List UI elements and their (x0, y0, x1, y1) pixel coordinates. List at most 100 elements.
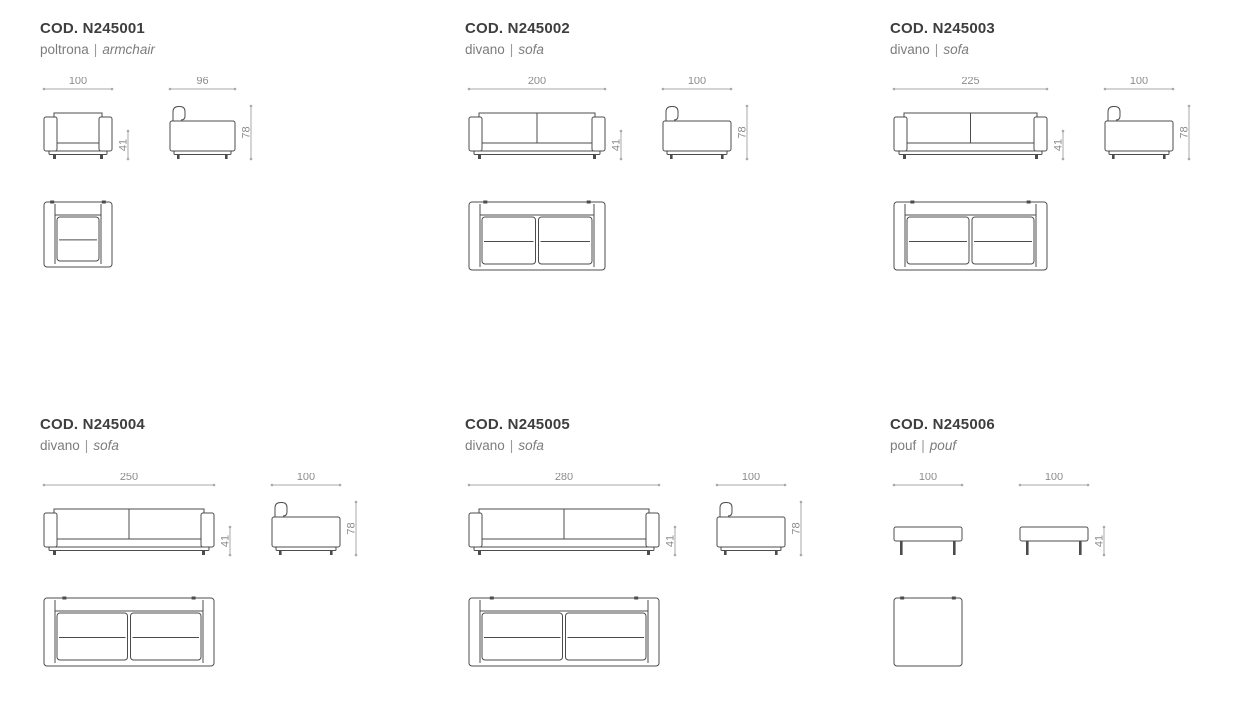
product-header: COD. N245003 divano|sofa (890, 20, 1252, 57)
product-header: COD. N245001 poltrona|armchair (40, 20, 465, 57)
height-dimension: 41 (220, 525, 232, 557)
dimension-label: 100 (1045, 473, 1063, 483)
product-type: poltrona|armchair (40, 42, 465, 57)
side-view (1104, 105, 1174, 159)
width-dimension: 100 (1103, 77, 1175, 91)
width-dimension: 100 (1018, 473, 1090, 487)
product-header: COD. N245005 divano|sofa (465, 416, 890, 453)
type-italian: divano (465, 437, 505, 453)
type-italian: pouf (890, 437, 917, 453)
drawing-area: 250 100 41 78 (40, 473, 465, 674)
product-code: COD. N245006 (890, 416, 995, 433)
width-dimension: 280 (467, 473, 661, 487)
side-view (716, 501, 786, 555)
height-dimension: 41 (1053, 129, 1065, 161)
product-card: COD. N245003 divano|sofa 225 100 41 78 (890, 20, 1252, 416)
dimension-label: 41 (1053, 139, 1065, 151)
product-header: COD. N245004 divano|sofa (40, 416, 465, 453)
dimension-label: 78 (346, 522, 358, 534)
top-view (468, 596, 660, 667)
dimension-label: 78 (241, 126, 253, 138)
height-dimension: 41 (611, 129, 623, 161)
width-dimension: 100 (715, 473, 787, 487)
height-dimension: 78 (346, 500, 358, 557)
dimension-label: 100 (742, 473, 760, 483)
type-separator: | (509, 41, 514, 57)
front-view (468, 508, 660, 555)
dimension-label: 100 (69, 77, 87, 87)
height-dimension: 41 (1094, 525, 1106, 557)
dimension-label: 100 (297, 473, 315, 483)
dimension-label: 225 (961, 77, 979, 87)
product-code: COD. N245001 (40, 20, 145, 37)
type-english: sofa (943, 41, 969, 57)
dimension-label: 78 (791, 522, 803, 534)
top-view (43, 200, 113, 268)
front-view (893, 526, 963, 555)
technical-drawing: 200 100 41 78 (467, 77, 749, 271)
side-view (1019, 526, 1089, 555)
front-view (43, 508, 215, 555)
dimension-label: 41 (611, 139, 623, 151)
dimension-label: 250 (120, 473, 138, 483)
top-view (468, 200, 606, 271)
dimension-label: 78 (1179, 126, 1191, 138)
dimension-label: 41 (1094, 535, 1106, 547)
drawing-area: 280 100 41 78 (465, 473, 890, 674)
product-card: COD. N245006 pouf|pouf 100 100 41 (890, 416, 1252, 674)
technical-drawing: 100 100 41 (892, 473, 1106, 667)
product-type: divano|sofa (40, 438, 465, 453)
dimension-label: 41 (665, 535, 677, 547)
height-dimension: 78 (241, 104, 253, 161)
side-view (271, 501, 341, 555)
height-dimension: 41 (118, 129, 130, 161)
product-card: COD. N245002 divano|sofa 200 100 41 78 (465, 20, 890, 416)
front-view (468, 112, 606, 159)
width-dimension: 225 (892, 77, 1049, 91)
drawing-area: 100 100 41 (890, 473, 1252, 674)
drawing-area: 225 100 41 78 (890, 77, 1252, 278)
type-italian: divano (40, 437, 80, 453)
dimension-label: 41 (118, 139, 130, 151)
side-view (662, 105, 732, 159)
height-dimension: 78 (1179, 104, 1191, 161)
type-italian: divano (465, 41, 505, 57)
type-separator: | (921, 437, 925, 453)
product-header: COD. N245006 pouf|pouf (890, 416, 1252, 453)
type-english: sofa (518, 41, 544, 57)
front-view (893, 112, 1048, 159)
type-english: sofa (518, 437, 544, 453)
dimension-label: 100 (688, 77, 706, 87)
drawing-area: 200 100 41 78 (465, 77, 890, 278)
type-separator: | (93, 41, 98, 57)
height-dimension: 41 (665, 525, 677, 557)
height-dimension: 78 (791, 500, 803, 557)
product-code: COD. N245002 (465, 20, 570, 37)
width-dimension: 100 (270, 473, 342, 487)
product-card: COD. N245004 divano|sofa 250 100 41 78 (40, 416, 465, 674)
dimension-label: 100 (1130, 77, 1148, 87)
top-view (893, 200, 1048, 271)
product-code: COD. N245004 (40, 416, 145, 433)
type-english: pouf (929, 437, 957, 453)
type-english: sofa (93, 437, 119, 453)
technical-drawing: 280 100 41 78 (467, 473, 803, 667)
top-view (893, 596, 963, 667)
technical-drawing: 225 100 41 78 (892, 77, 1191, 271)
type-italian: divano (890, 41, 930, 57)
width-dimension: 200 (467, 77, 607, 91)
technical-drawing: 250 100 41 78 (42, 473, 358, 667)
dimension-label: 280 (555, 473, 573, 483)
dimension-label: 100 (919, 473, 937, 483)
width-dimension: 100 (661, 77, 733, 91)
dimension-label: 200 (528, 77, 546, 87)
top-view (43, 596, 215, 667)
width-dimension: 100 (42, 77, 114, 91)
product-type: pouf|pouf (890, 438, 1252, 453)
dimension-label: 78 (737, 126, 749, 138)
type-separator: | (509, 437, 514, 453)
